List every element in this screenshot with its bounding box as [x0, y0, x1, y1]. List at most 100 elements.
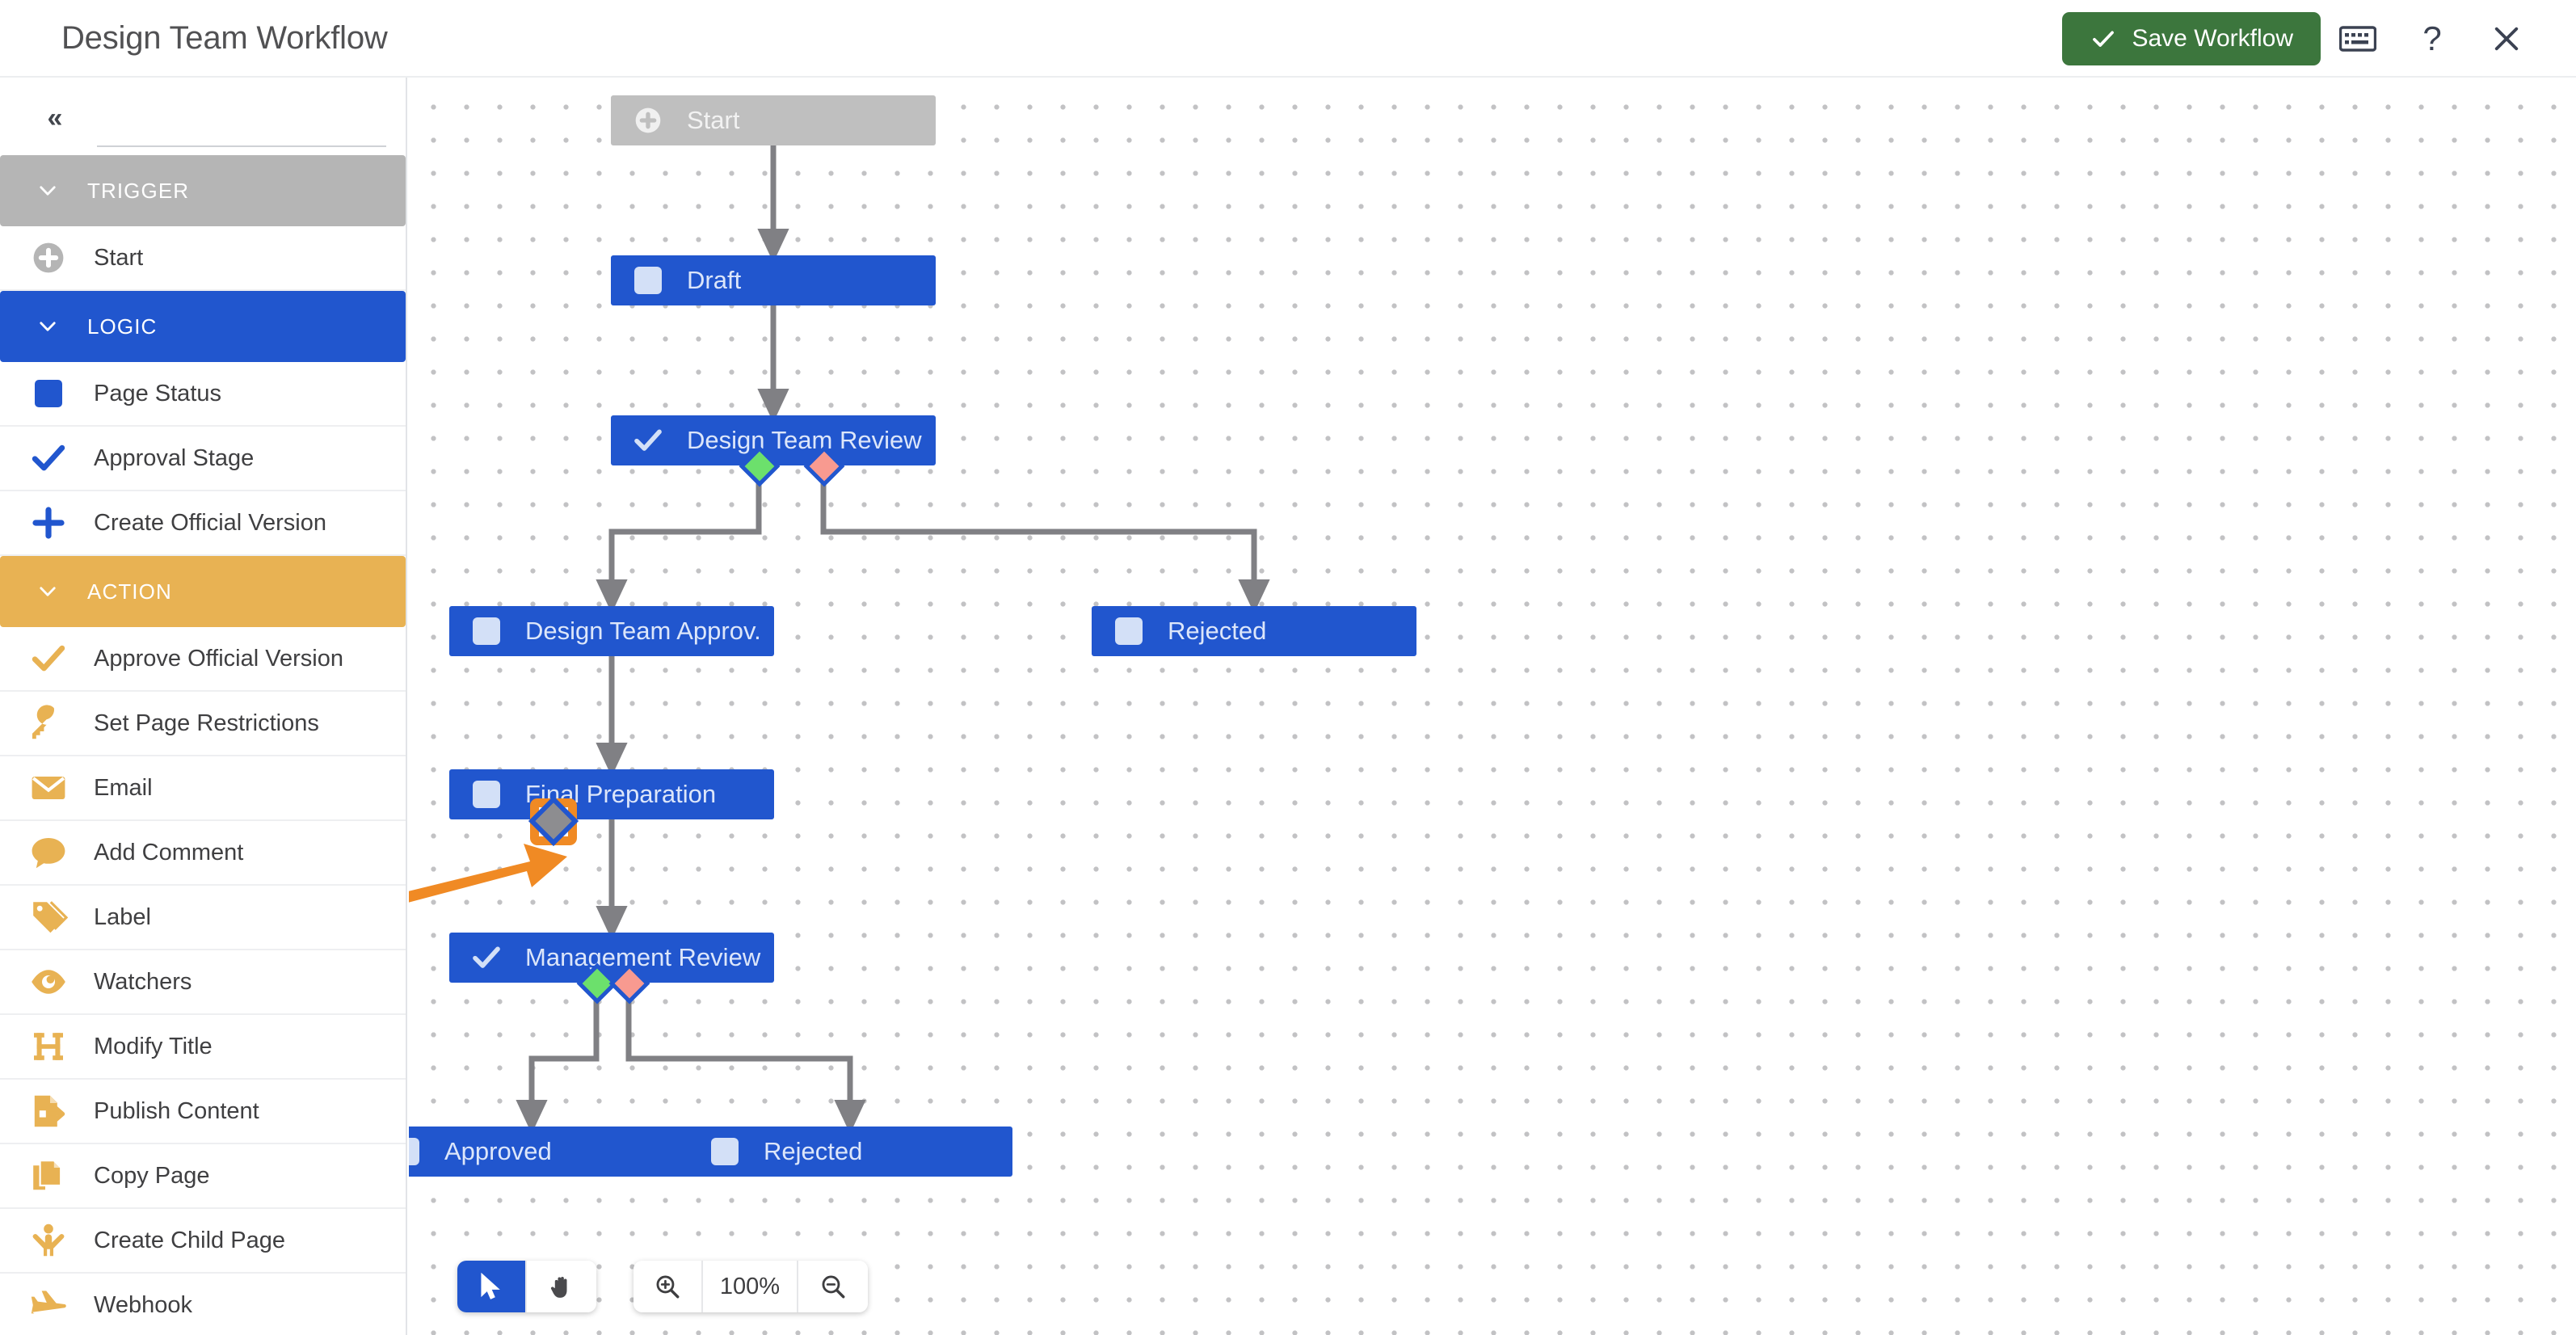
search-input[interactable]	[97, 113, 386, 147]
sidebar-item-approval-stage[interactable]: Approval Stage	[0, 427, 406, 491]
zoom-out-button[interactable]	[798, 1261, 868, 1312]
square-icon	[711, 1138, 739, 1165]
copy-pages-icon	[33, 1160, 62, 1190]
sidebar-item-publish-content[interactable]: Publish Content	[0, 1080, 406, 1144]
sidebar-section-header-action[interactable]: ACTION	[0, 556, 406, 627]
double-chevron-left-icon: «	[47, 102, 63, 133]
header-actions: Save Workflow ?	[2062, 0, 2544, 78]
hand-icon	[550, 1276, 567, 1298]
sidebar-item-label: Approve Official Version	[94, 645, 343, 672]
node-management-review[interactable]: Management Review	[449, 933, 774, 983]
cursor-arrow-icon	[481, 1273, 500, 1299]
sidebar-item-label: Publish Content	[94, 1097, 259, 1124]
airplane-icon	[27, 1284, 69, 1326]
node-final-preparation[interactable]: Final Preparation	[449, 769, 774, 819]
sidebar-item-webhook[interactable]: Webhook	[0, 1274, 406, 1335]
sidebar-section-label: LOGIC	[87, 314, 158, 339]
child-person-icon	[27, 1219, 69, 1261]
airplane-icon	[31, 1291, 66, 1314]
plus-icon	[32, 507, 65, 539]
node-label: Draft	[687, 266, 742, 294]
node-label: Design Team Review	[687, 426, 922, 454]
square-icon	[634, 267, 662, 294]
check-icon	[634, 429, 662, 451]
plus-circle-icon	[27, 237, 69, 279]
node-design-team-approv[interactable]: Design Team Approv.	[449, 606, 774, 656]
sidebar-item-set-page-restrictions[interactable]: Set Page Restrictions	[0, 692, 406, 756]
help-button[interactable]: ?	[2395, 2, 2469, 76]
chevron-down-icon	[40, 186, 56, 196]
sidebar-section-header-logic[interactable]: LOGIC	[0, 291, 406, 362]
node-design-team-review[interactable]: Design Team Review	[611, 415, 936, 465]
sidebar-item-create-official-version[interactable]: Create Official Version	[0, 491, 406, 556]
node-label: Start	[687, 106, 740, 134]
sidebar-item-label: Page Status	[94, 380, 221, 406]
app-header: Design Team Workflow Save Workflow ?	[0, 0, 2576, 78]
keyboard-shortcuts-button[interactable]	[2321, 2, 2395, 76]
chevron-down-icon	[40, 587, 56, 596]
edge-management-approved	[516, 983, 600, 1134]
edge-layer	[516, 145, 1270, 1134]
sidebar-item-label: Copy Page	[94, 1162, 210, 1189]
sidebar-item-label: Label	[94, 903, 151, 930]
sidebar-item-label: Create Official Version	[94, 509, 326, 536]
zoom-in-button[interactable]	[633, 1261, 703, 1312]
sidebar-item-create-child-page[interactable]: Create Child Page	[0, 1209, 406, 1274]
sidebar-item-label: Webhook	[94, 1291, 192, 1318]
highlighted-output-port[interactable]	[530, 798, 577, 845]
pan-tool-button[interactable]	[527, 1261, 596, 1312]
node-label: Rejected	[764, 1137, 863, 1165]
node-icon	[632, 424, 664, 457]
edge-review-rejected	[820, 465, 1270, 613]
page-title: Design Team Workflow	[61, 19, 388, 56]
square-icon	[1115, 617, 1143, 645]
node-label: Management Review	[525, 943, 761, 971]
child-person-icon	[32, 1223, 65, 1257]
close-button[interactable]	[2469, 2, 2544, 76]
eye-icon	[32, 970, 65, 994]
sidebar-section-header-trigger[interactable]: TRIGGER	[0, 155, 406, 226]
sidebar-item-start[interactable]: Start	[0, 226, 406, 291]
sidebar-item-page-status[interactable]: Page Status	[0, 362, 406, 427]
node-rejected-bottom[interactable]: Rejected	[688, 1127, 1012, 1177]
check-icon	[32, 645, 65, 672]
sidebar-item-label: Approval Stage	[94, 444, 255, 471]
node-label: Approved	[444, 1137, 552, 1165]
node-rejected-top[interactable]: Rejected	[1092, 606, 1416, 656]
sidebar-item-approve-official-version[interactable]: Approve Official Version	[0, 627, 406, 692]
help-icon: ?	[2422, 19, 2442, 57]
select-tool-button[interactable]	[457, 1261, 527, 1312]
node-approved[interactable]: Approved	[409, 1127, 693, 1177]
sidebar-item-email[interactable]: Email	[0, 756, 406, 821]
sidebar-item-copy-page[interactable]: Copy Page	[0, 1144, 406, 1209]
save-workflow-label: Save Workflow	[2132, 25, 2293, 52]
sidebar-item-label: Watchers	[94, 968, 192, 995]
save-workflow-button[interactable]: Save Workflow	[2062, 12, 2321, 65]
sidebar-header: «	[0, 78, 406, 155]
node-start[interactable]: Start	[611, 95, 936, 145]
node-draft[interactable]: Draft	[611, 255, 936, 305]
heading-h-icon	[27, 1025, 69, 1068]
sidebar-item-watchers[interactable]: Watchers	[0, 950, 406, 1015]
sidebar-item-label: Email	[94, 774, 153, 801]
node-label: Design Team Approv.	[525, 617, 761, 645]
heading-h-icon	[34, 1033, 63, 1060]
zoom-level-label[interactable]: 100%	[703, 1261, 798, 1312]
sidebar-section-label: ACTION	[87, 579, 172, 604]
sidebar-item-label[interactable]: Label	[0, 886, 406, 950]
comment-icon	[32, 838, 65, 869]
sidebar-item-add-comment[interactable]: Add Comment	[0, 821, 406, 886]
sidebar-collapse-button[interactable]: «	[24, 87, 86, 149]
pointer-mode-group	[457, 1261, 596, 1312]
keyboard-icon	[2339, 26, 2376, 52]
sidebar-item-modify-title[interactable]: Modify Title	[0, 1015, 406, 1080]
square-icon	[409, 1138, 419, 1165]
square-icon	[473, 781, 500, 808]
comment-icon	[27, 832, 69, 874]
node-icon	[632, 104, 664, 137]
edge-management-rejected	[625, 983, 866, 1134]
node-icon	[632, 264, 664, 297]
node-label: Rejected	[1168, 617, 1267, 645]
